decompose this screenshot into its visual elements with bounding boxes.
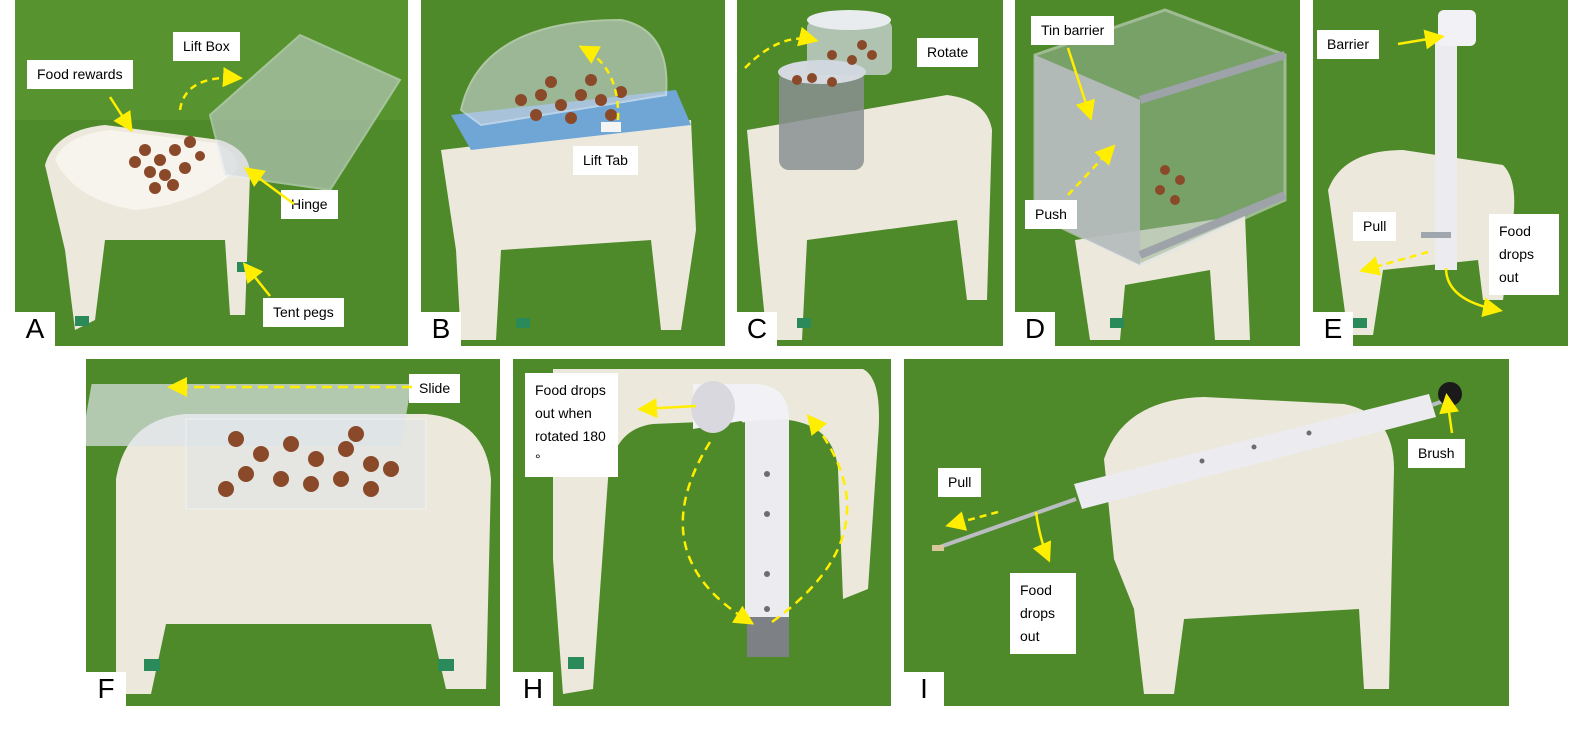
panel-letter-e: E bbox=[1313, 312, 1353, 346]
panel-letter-h: H bbox=[513, 672, 553, 706]
label-tin-barrier: Tin barrier bbox=[1031, 16, 1115, 45]
brush-head bbox=[1438, 382, 1462, 406]
panel-letter-b: B bbox=[421, 312, 461, 346]
label-food-drops-out: Food drops out bbox=[1489, 214, 1559, 295]
label-food-drops-out-rotated: Food drops out when rotated 180 ° bbox=[525, 373, 618, 477]
panel-e: Barrier Pull Food drops out bbox=[1313, 0, 1568, 346]
panel-letter-d: D bbox=[1015, 312, 1055, 346]
panel-d: Tin barrier Push bbox=[1015, 0, 1300, 346]
slide-lid bbox=[86, 384, 412, 446]
label-brush: Brush bbox=[1408, 439, 1465, 468]
label-tent-pegs: Tent pegs bbox=[263, 298, 344, 327]
stool bbox=[116, 414, 491, 694]
label-food-drops-out: Food drops out bbox=[1010, 573, 1076, 654]
pvc-pipe bbox=[745, 419, 789, 619]
label-push: Push bbox=[1025, 200, 1077, 229]
panel-letter-f: F bbox=[86, 672, 126, 706]
bottom-cylinder bbox=[779, 70, 864, 170]
label-lift-tab: Lift Tab bbox=[573, 146, 638, 175]
label-food-rewards: Food rewards bbox=[27, 60, 133, 89]
lift-box bbox=[208, 33, 402, 192]
label-pull: Pull bbox=[1353, 212, 1397, 241]
label-pull: Pull bbox=[938, 468, 982, 497]
panel-f: Slide bbox=[86, 359, 500, 706]
stool bbox=[441, 120, 696, 340]
tent-peg bbox=[75, 316, 89, 326]
label-slide: Slide bbox=[409, 374, 461, 403]
barrier-pipe bbox=[1435, 40, 1457, 270]
panel-h: Food drops out when rotated 180 ° bbox=[513, 359, 891, 706]
label-rotate: Rotate bbox=[917, 38, 979, 67]
food-rewards bbox=[129, 136, 205, 194]
pipe-cap bbox=[747, 617, 789, 657]
panel-letter-i: I bbox=[904, 672, 944, 706]
panel-b: Lift Tab bbox=[421, 0, 725, 346]
panel-c: Rotate bbox=[737, 0, 1003, 346]
panel-d-photo bbox=[1015, 0, 1300, 346]
panel-letter-a: A bbox=[15, 312, 55, 346]
pvc-tube bbox=[1074, 394, 1436, 509]
barrier-elbow bbox=[1438, 10, 1476, 46]
panel-f-photo bbox=[86, 359, 500, 706]
label-barrier: Barrier bbox=[1317, 30, 1380, 59]
top-cylinder bbox=[807, 20, 892, 75]
panel-i-photo bbox=[904, 359, 1509, 706]
panel-letter-c: C bbox=[737, 312, 777, 346]
label-lift-box: Lift Box bbox=[173, 32, 240, 61]
stool bbox=[1328, 150, 1515, 335]
panel-a: Food rewards Lift Box Hinge Tent pegs bbox=[15, 0, 408, 346]
label-hinge: Hinge bbox=[281, 190, 338, 219]
panel-i: Pull Food drops out Brush bbox=[904, 359, 1509, 706]
